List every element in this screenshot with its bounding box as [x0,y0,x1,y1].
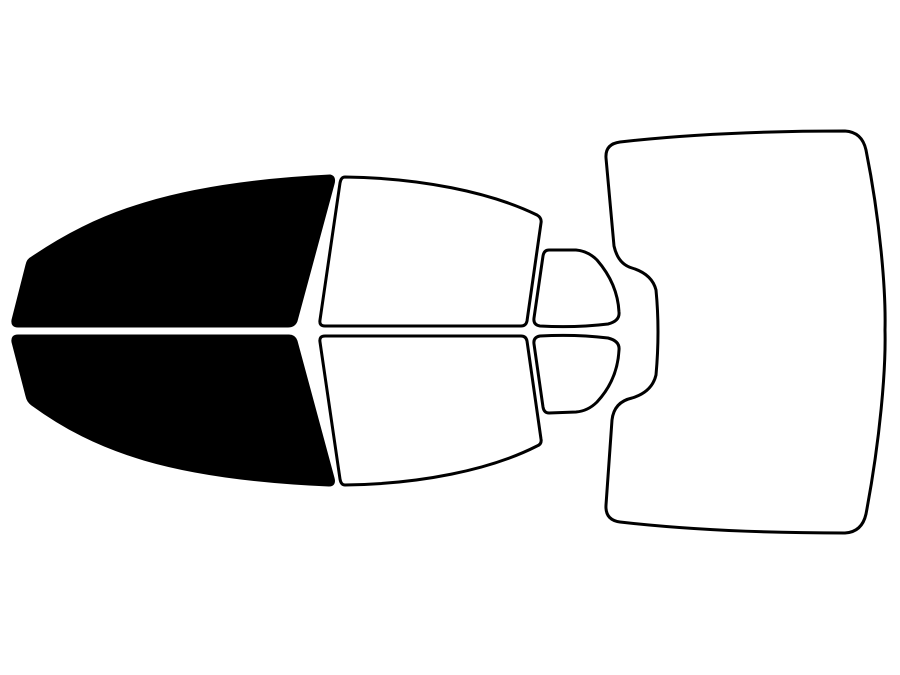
front-right-window [11,334,335,487]
rear-right-window [318,334,543,487]
rear-windshield [604,129,887,535]
rear-left-quarter-window [532,248,621,329]
rear-left-window [318,175,543,328]
front-left-window [11,174,336,328]
rear-right-quarter-window [532,333,621,415]
